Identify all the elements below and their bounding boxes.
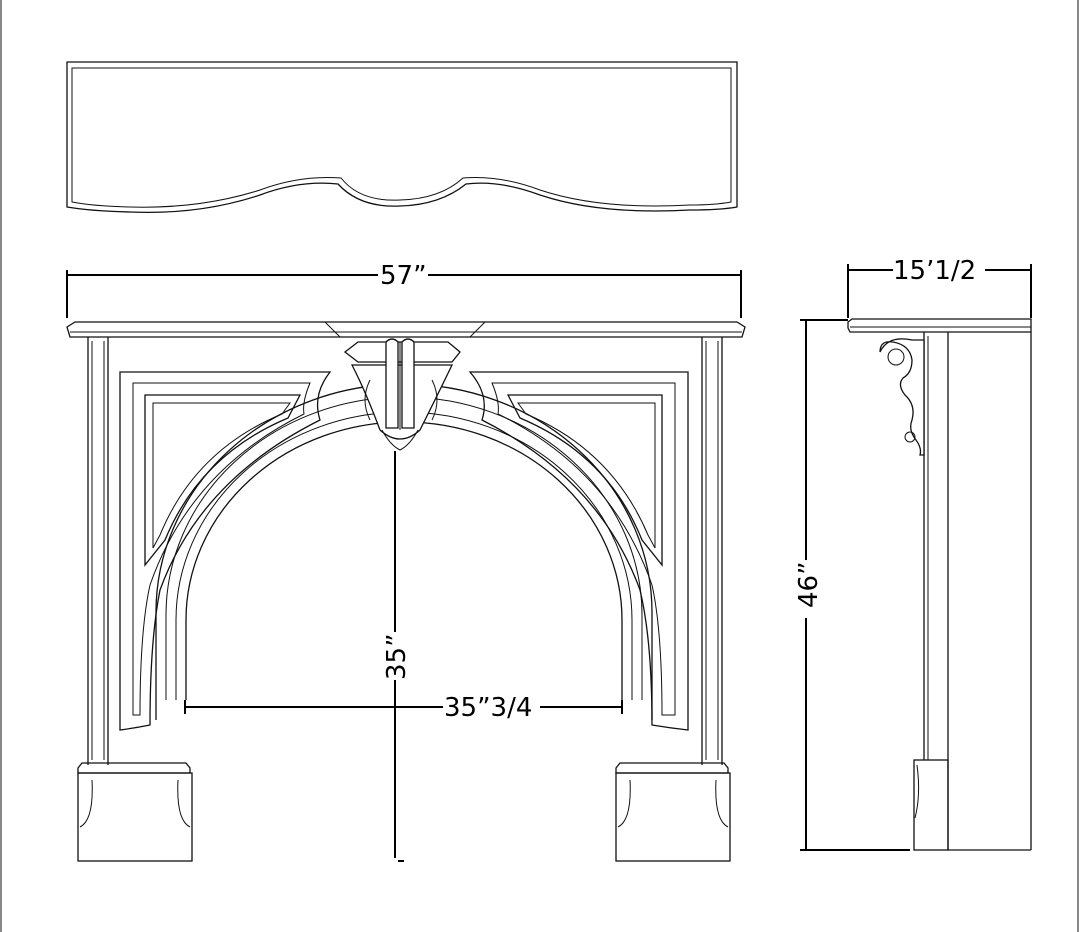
centre-carving [343, 338, 461, 451]
side-view [847, 318, 1032, 851]
left-plinth [77, 762, 193, 862]
front-body [87, 337, 723, 765]
dimension-overall-width: 57” [66, 258, 742, 318]
dim-label-opening-width: 35”3/4 [444, 693, 532, 723]
dim-label-overall-height: 46” [794, 561, 824, 608]
front-view [66, 321, 746, 862]
dimension-opening-width: 35”3/4 [184, 693, 623, 723]
corbel-bracket [879, 338, 925, 456]
top-view-shelf [66, 61, 738, 214]
side-plinth [913, 759, 949, 851]
right-plinth [615, 762, 731, 862]
dim-label-overall-width: 57” [380, 261, 427, 291]
dim-label-opening-height: 35” [382, 633, 412, 680]
dimension-depth: 15’1/2 [847, 256, 1032, 318]
front-shelf [66, 321, 746, 338]
dimension-overall-height: 46” [794, 319, 910, 851]
left-spandrel-panel [119, 371, 332, 731]
dim-label-depth: 15’1/2 [893, 256, 976, 286]
dimension-opening-height: 35” [382, 451, 412, 862]
right-spandrel-panel [468, 371, 689, 731]
